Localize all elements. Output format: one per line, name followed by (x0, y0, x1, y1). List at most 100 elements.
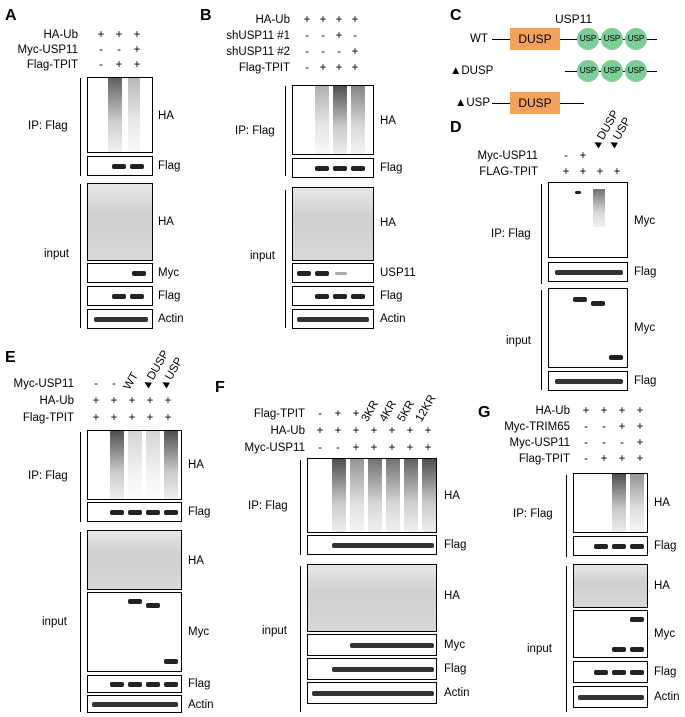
ip-label: IP: Flag (28, 120, 68, 132)
sign: + (636, 421, 644, 433)
blot-label: HA (158, 216, 174, 228)
blot-f-input-actin (307, 682, 437, 704)
sign: + (579, 150, 587, 162)
blot-b-input-actin (292, 309, 374, 329)
usp-domain: USP (577, 28, 599, 50)
sign: + (335, 14, 343, 26)
sign: + (406, 425, 414, 437)
sign: - (584, 453, 588, 465)
sign: - (94, 378, 98, 390)
panel-f-row-label: Myc-USP11 (244, 442, 306, 454)
sign: - (305, 62, 309, 74)
sign: - (321, 30, 325, 42)
sign: + (146, 412, 154, 424)
sign: + (424, 425, 432, 437)
sign: + (110, 412, 118, 424)
dusp-domain: DUSP (510, 28, 560, 50)
sign: + (319, 14, 327, 26)
ip-bracket (300, 460, 301, 555)
blot-label: Actin (158, 313, 184, 325)
sign: + (335, 30, 343, 42)
panel-g-row-label: HA-Ub (535, 405, 570, 417)
panel-f-letter: F (215, 379, 225, 396)
sign: + (92, 395, 100, 407)
input-label: input (527, 643, 552, 655)
blot-label: HA (188, 555, 204, 567)
panel-a-row-label: Flag-TPIT (26, 59, 78, 71)
blot-label: Flag (634, 375, 657, 387)
sign: + (92, 412, 100, 424)
panel-e-row-label: HA-Ub (39, 395, 74, 407)
blot-label: Flag (654, 666, 677, 678)
usp-domain: USP (577, 60, 599, 82)
blot-label: HA (444, 490, 460, 502)
blot-label: Flag (444, 663, 467, 675)
sign: - (620, 437, 624, 449)
input-bracket (285, 190, 286, 328)
sign: - (305, 30, 309, 42)
blot-d-input-flag (548, 371, 628, 391)
sign: + (406, 442, 414, 454)
ip-label: IP: Flag (491, 228, 531, 240)
usp11-title: USP11 (555, 12, 593, 26)
panel-b-row-label: shUSP11 #1 (226, 30, 290, 42)
sign: + (388, 442, 396, 454)
sign: + (352, 425, 360, 437)
sign: - (353, 30, 357, 42)
usp-domain: USP (601, 60, 623, 82)
ip-bracket (80, 78, 81, 176)
blot-d-input-myc (548, 288, 628, 368)
panel-f-row-label: Flag-TPIT (253, 408, 305, 420)
blot-e-input-flag (87, 675, 182, 693)
blot-label: Myc (634, 215, 656, 227)
blot-label: HA (188, 459, 204, 471)
blot-d-ip-myc (548, 182, 628, 258)
ip-label: IP: Flag (513, 508, 553, 520)
sign: + (133, 29, 141, 41)
blot-a-input-myc (87, 263, 153, 283)
sign: - (584, 437, 588, 449)
usp-domain: USP (625, 60, 647, 82)
sign: - (99, 44, 103, 56)
construct-usp-del-label: ▲USP (455, 97, 491, 109)
panel-a-row-label: Myc-USP11 (17, 44, 79, 56)
blot-label: Actin (380, 313, 406, 325)
panel-b-letter: B (200, 7, 212, 24)
sign: + (352, 442, 360, 454)
sign: - (602, 421, 606, 433)
sign: + (303, 14, 311, 26)
blot-label: Myc (654, 628, 676, 640)
sign: + (115, 29, 123, 41)
sign: - (336, 442, 340, 454)
usp-domain: USP (601, 28, 623, 50)
blot-f-input-flag (307, 658, 437, 680)
sign: + (618, 421, 626, 433)
sign: + (115, 59, 123, 71)
input-label: input (42, 616, 67, 628)
input-bracket (541, 290, 542, 390)
sign: + (388, 425, 396, 437)
blot-label: Myc (188, 626, 210, 638)
top-label: 4KR (377, 398, 400, 424)
sign: + (613, 166, 621, 178)
sign: + (351, 46, 359, 58)
ip-label: IP: Flag (235, 125, 275, 137)
sign: + (579, 166, 587, 178)
panel-a-row-label: HA-Ub (43, 29, 78, 41)
dusp-domain: DUSP (510, 92, 560, 114)
sign: - (112, 378, 116, 390)
blot-label: Myc (158, 267, 180, 279)
panel-g-row-label: Flag-TPIT (518, 453, 570, 465)
ip-bracket (80, 432, 81, 522)
blot-a-ip-ha (87, 77, 153, 153)
panel-e-letter: E (5, 349, 16, 366)
sign: + (351, 14, 359, 26)
construct-line (492, 39, 657, 40)
sign: + (600, 405, 608, 417)
sign: - (337, 46, 341, 58)
sign: + (582, 405, 590, 417)
blot-label: Actin (444, 687, 470, 699)
blot-a-input-actin (87, 309, 153, 329)
sign: - (305, 46, 309, 58)
input-bracket (566, 566, 567, 712)
